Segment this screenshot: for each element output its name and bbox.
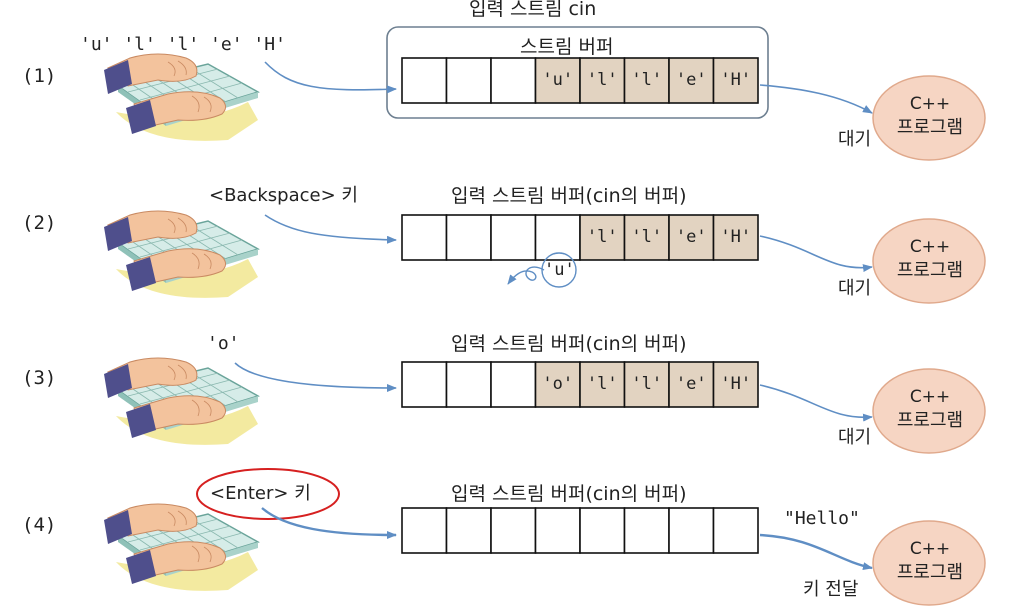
program-status-label: 대기 <box>838 278 872 299</box>
buffer-cell-char: 'H' <box>720 70 752 90</box>
key-input-arrow <box>264 214 397 244</box>
buffer-cell <box>401 214 448 261</box>
buffer-cell <box>712 57 759 104</box>
buffer-cell-char: 'l' <box>586 374 618 394</box>
cpp-program-ellipse <box>872 75 986 161</box>
program-status-label: 키 전달 <box>803 579 859 600</box>
buffer-cell <box>534 507 581 554</box>
key-input-label: 'o' <box>207 333 240 354</box>
buffer-cells-layer <box>401 57 759 554</box>
program-status-label: 대기 <box>838 129 872 150</box>
key-input-label: <Backspace> 키 <box>209 185 358 206</box>
program-status-label: 대기 <box>838 427 872 448</box>
stream-to-program-arrow <box>759 384 873 422</box>
key-input-arrow <box>234 362 397 392</box>
buffer-cell <box>534 57 581 104</box>
enter-key-highlight <box>196 468 340 520</box>
buffer-cell <box>712 214 759 261</box>
program-name-line1: C++ <box>909 94 951 114</box>
buffer-title: 입력 스트림 버퍼(cin의 버퍼) <box>451 483 687 505</box>
key-input-arrow <box>261 507 397 539</box>
stream-to-program-arrow <box>759 84 873 114</box>
input-stream-title: 입력 스트림 cin <box>469 0 597 20</box>
cpp-program-ellipse <box>872 520 986 606</box>
buffer-cell-char: 'e' <box>675 227 707 247</box>
stream-to-program-arrow <box>759 235 873 273</box>
output-string-label: "Hello" <box>784 508 860 529</box>
cpp-program-ellipse <box>872 218 986 304</box>
buffer-cell-char: 'l' <box>586 70 618 90</box>
stream-buffer-title: 스트림 버퍼 <box>520 36 614 58</box>
buffer-cell <box>623 361 670 408</box>
buffer-cell <box>579 507 626 554</box>
step-label: (2) <box>22 212 57 234</box>
decor-layer <box>103 26 986 606</box>
arrows-layer <box>234 61 873 571</box>
program-name-line2: 프로그램 <box>896 117 964 138</box>
buffer-cell <box>668 57 715 104</box>
buffer-title: 입력 스트림 버퍼(cin의 버퍼) <box>451 333 687 355</box>
cpp-program-ellipse <box>872 368 986 454</box>
buffer-cell <box>623 57 670 104</box>
buffer-cell <box>579 57 626 104</box>
key-input-label: <Enter> 키 <box>210 483 311 504</box>
buffer-cell-char: 'l' <box>631 374 663 394</box>
buffer-cell <box>490 214 537 261</box>
buffer-cell-char: 'l' <box>631 70 663 90</box>
buffer-cell-char: 'l' <box>631 227 663 247</box>
program-name-line2: 프로그램 <box>896 562 964 583</box>
step-label: (3) <box>22 367 57 389</box>
key-input-arrow <box>264 61 397 94</box>
buffer-cell <box>623 507 670 554</box>
buffer-cell <box>401 507 448 554</box>
deleted-char-curl-icon <box>507 266 545 285</box>
program-name-line2: 프로그램 <box>896 410 964 431</box>
program-name-line1: C++ <box>909 387 951 407</box>
buffer-cell <box>712 507 759 554</box>
removed-char-circle <box>541 252 577 288</box>
buffer-cell-char: 'H' <box>720 374 752 394</box>
buffer-title: 입력 스트림 버퍼(cin의 버퍼) <box>451 185 687 207</box>
step-label: (4) <box>22 514 57 536</box>
stream-to-program-arrow <box>759 533 873 571</box>
buffer-cell-char: 'u' <box>542 70 574 90</box>
buffer-cell <box>445 214 492 261</box>
buffer-cell <box>445 507 492 554</box>
buffer-cell <box>445 57 492 104</box>
program-name-line1: C++ <box>909 237 951 257</box>
buffer-cell <box>712 361 759 408</box>
step-label: (1) <box>22 65 57 87</box>
buffer-cell <box>668 214 715 261</box>
buffer-cell-char: 'l' <box>586 227 618 247</box>
buffer-cell <box>490 57 537 104</box>
key-input-label: 'u' 'l' 'l' 'e' 'H' <box>80 34 286 55</box>
buffer-cell-char: 'H' <box>720 227 752 247</box>
input-stream-cin-box <box>386 26 769 119</box>
buffer-cell-char: 'e' <box>675 70 707 90</box>
program-name-line1: C++ <box>909 539 951 559</box>
buffer-cell-char: 'o' <box>542 374 574 394</box>
buffer-cell <box>490 507 537 554</box>
buffer-cell-char: 'e' <box>675 374 707 394</box>
buffer-cell <box>579 361 626 408</box>
buffer-cell <box>668 507 715 554</box>
program-name-line2: 프로그램 <box>896 260 964 281</box>
removed-char-label: 'u' <box>544 260 575 280</box>
